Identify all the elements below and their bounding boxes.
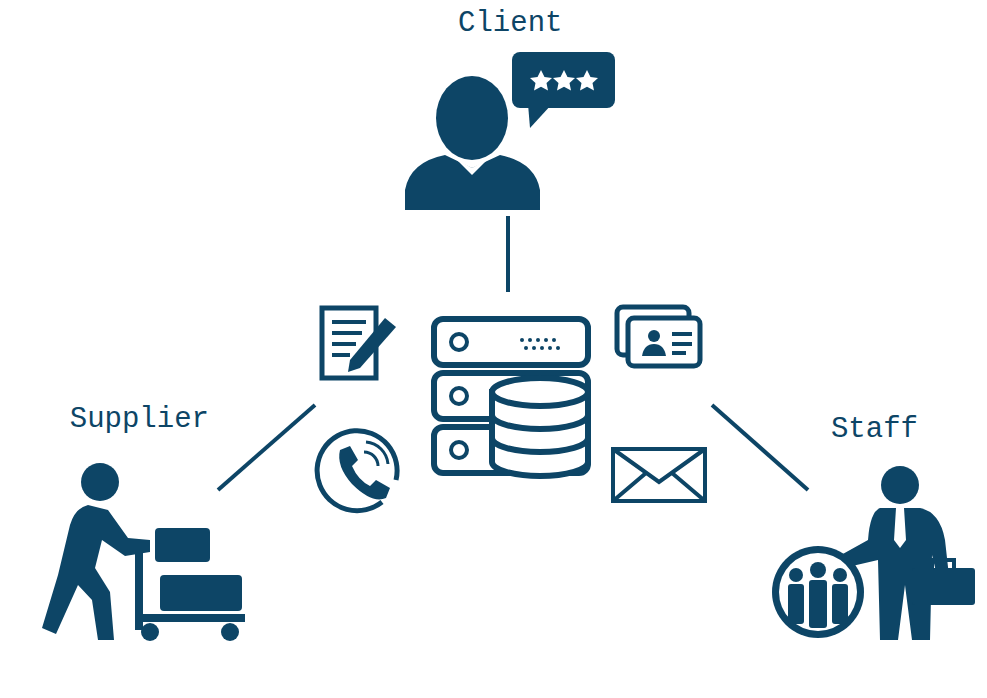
supplier-icon	[42, 463, 245, 641]
actor-label: Client	[454, 6, 567, 42]
link-lines	[218, 216, 808, 490]
document-icon	[322, 308, 396, 378]
actor-label: Supplier	[65, 402, 213, 438]
actor-label: Staff	[826, 412, 922, 448]
rating-bubble	[512, 52, 615, 128]
envelope-icon	[613, 449, 705, 501]
phone-icon	[317, 431, 397, 511]
server-icon	[434, 319, 588, 476]
contact-card-icon	[617, 307, 700, 366]
actor-name: Supplier	[65, 402, 213, 438]
actor-name: Staff	[826, 412, 922, 448]
actor-name: Client	[454, 6, 567, 42]
staff-icon	[772, 466, 975, 640]
